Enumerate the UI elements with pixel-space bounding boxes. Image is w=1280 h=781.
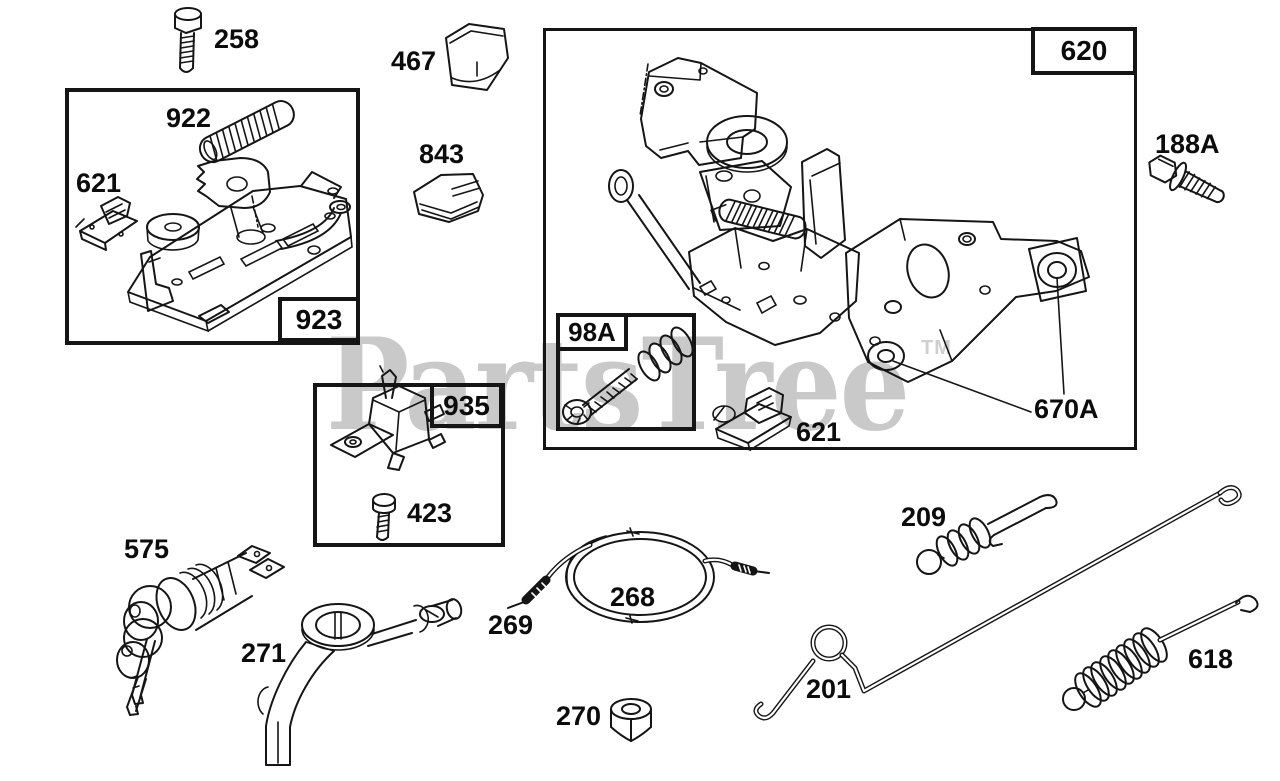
cap-467-icon (445, 23, 509, 91)
part-label-621-right: 621 (796, 417, 842, 447)
watermark-tm: TM (921, 337, 952, 359)
callout-923-label: 923 (295, 303, 343, 335)
upper-bracket-icon (639, 57, 758, 166)
part-label-618: 618 (1188, 644, 1234, 674)
callout-98a: 98A (556, 313, 628, 351)
part-label-467: 467 (391, 46, 437, 76)
control-bracket-620-drawing (562, 57, 1090, 452)
right-bracket-icon (845, 218, 1090, 383)
speed-screw-98a-icon (562, 326, 694, 425)
screw-423-icon (372, 493, 396, 541)
bushing-lower-icon (867, 341, 905, 371)
part-label-258: 258 (214, 24, 260, 54)
part-label-423: 423 (407, 498, 453, 528)
bracket-935-drawing (330, 365, 446, 541)
part-label-209: 209 (901, 502, 947, 532)
part-label-269: 269 (488, 610, 534, 640)
part-label-575: 575 (124, 534, 170, 564)
link-rod-201-icon (753, 485, 1242, 721)
callout-620-label: 620 (1060, 35, 1108, 66)
callout-935: 935 (430, 383, 503, 428)
part-label-201: 201 (806, 674, 852, 704)
pivot-boss-icon (706, 115, 788, 182)
callout-620: 620 (1031, 27, 1137, 75)
leader-line-670a-lower (892, 360, 1032, 413)
part-label-843: 843 (419, 139, 465, 169)
control-plate-icon (127, 157, 353, 333)
link-rod-icon (608, 169, 701, 290)
spring-922-icon (198, 100, 295, 164)
group-box-620 (543, 28, 1137, 450)
cable-268-icon (507, 527, 770, 624)
part-label-188a: 188A (1155, 129, 1220, 159)
callout-923: 923 (278, 297, 360, 342)
callout-98a-label: 98A (568, 316, 616, 347)
clip-621-right-icon (712, 387, 792, 452)
group-box-935 (313, 383, 505, 547)
part-label-270: 270 (556, 701, 602, 731)
callout-935-label: 935 (443, 389, 490, 421)
key-switch-575-icon (116, 545, 285, 716)
extension-spring-618-icon (1062, 594, 1259, 711)
governor-spring-209-icon (916, 494, 1058, 575)
leader-line-670a-upper (1056, 277, 1065, 395)
bracket-assembly-923-drawing (75, 100, 353, 333)
cap-843-icon (413, 173, 484, 223)
part-label-670a: 670A (1034, 394, 1099, 424)
part-label-268: 268 (610, 582, 656, 612)
carb-plate-icon (688, 227, 860, 346)
bolt-258-icon (174, 7, 202, 73)
control-lever-271-icon (257, 598, 463, 766)
bolt-188a-icon (1148, 154, 1225, 204)
part-label-621-left: 621 (76, 168, 122, 198)
part-label-922: 922 (166, 103, 212, 133)
part-label-271: 271 (241, 638, 287, 668)
clip-621-left-icon (75, 196, 138, 251)
nut-270-icon (610, 698, 652, 742)
group-box-923 (65, 88, 360, 345)
